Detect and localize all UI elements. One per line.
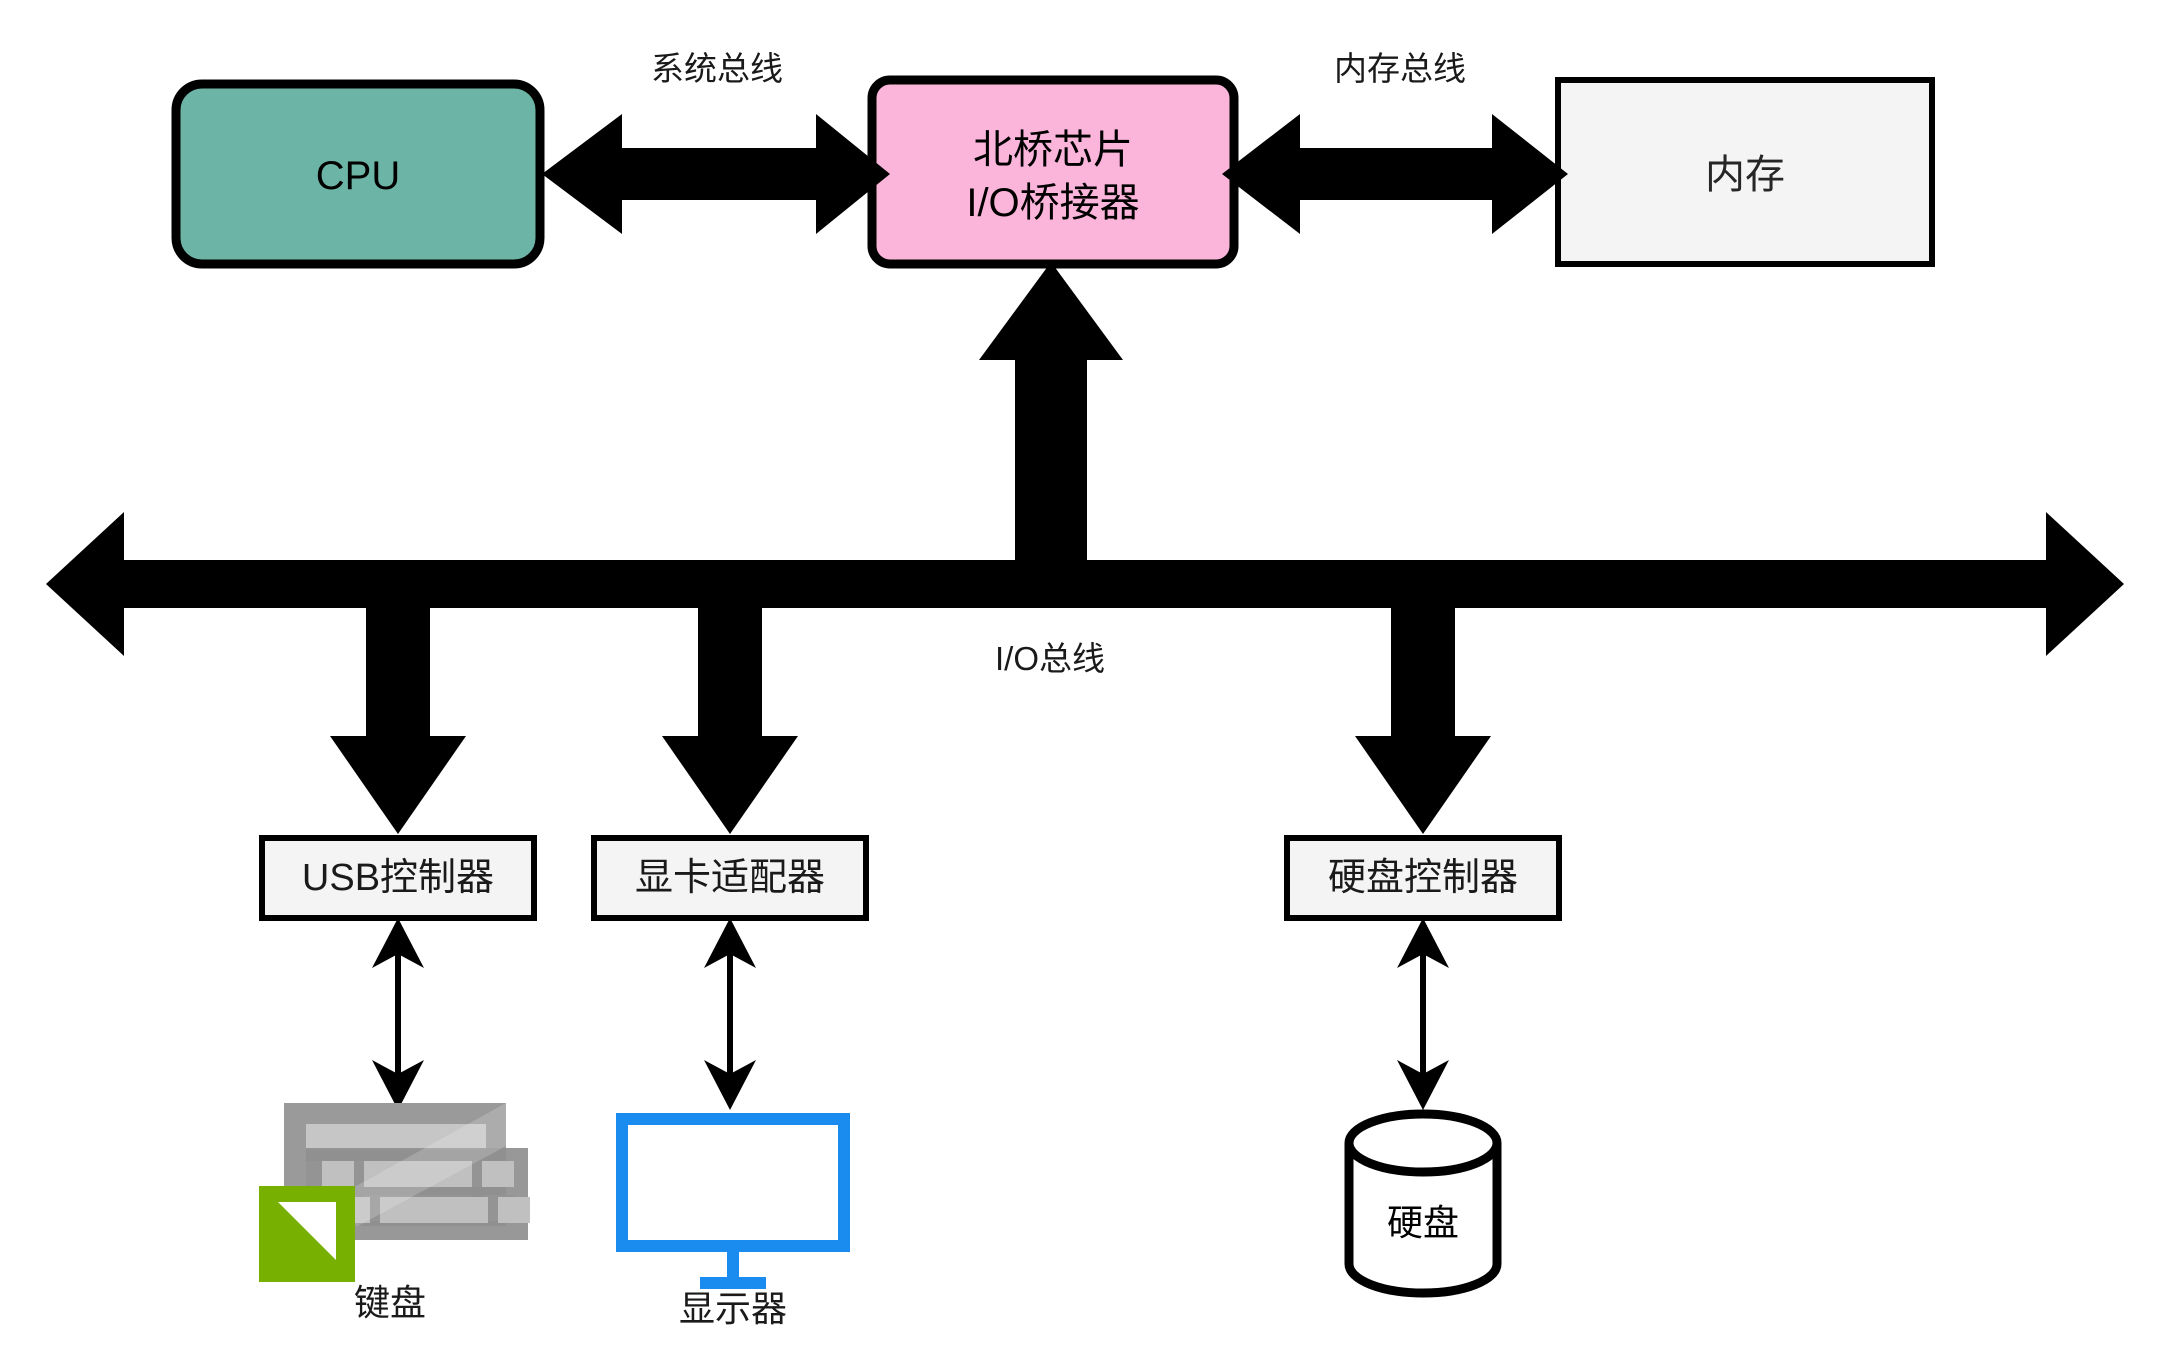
memory-bus-label: 内存总线 <box>1334 50 1466 87</box>
northbridge-label-line1: 北桥芯片 <box>973 128 1133 172</box>
graphics-adapter-label: 显卡适配器 <box>634 857 825 899</box>
northbridge-to-io-bus-arrow <box>979 262 1123 600</box>
disk-controller-to-harddisk-arrow <box>1397 918 1449 1110</box>
io-bus-label: I/O总线 <box>994 640 1105 677</box>
usb-controller-to-keyboard-arrow <box>372 918 424 1110</box>
graphics-adapter-box[interactable] <box>591 835 869 921</box>
cpu-label: CPU <box>315 154 401 198</box>
harddisk-label: 硬盘 <box>1386 1202 1459 1243</box>
io-bus-to-usb-controller-arrow <box>330 600 466 834</box>
io-bus-to-graphics-adapter-arrow <box>662 600 798 834</box>
io-bus-to-disk-controller-arrow <box>1355 600 1491 834</box>
disk-controller-label: 硬盘控制器 <box>1327 857 1518 899</box>
io-bus-bar <box>46 512 2124 656</box>
cpu-box[interactable] <box>171 79 545 269</box>
monitor-label: 显示器 <box>678 1288 787 1329</box>
graphics-adapter-to-monitor-arrow <box>704 918 756 1110</box>
northbridge-label-line2: I/O桥接器 <box>966 181 1140 225</box>
usb-controller-label: USB控制器 <box>301 857 495 899</box>
system-bus-arrow <box>542 114 890 234</box>
keyboard-label: 键盘 <box>353 1282 426 1323</box>
system-bus-label: 系统总线 <box>651 50 783 87</box>
keyboard-icon <box>259 1103 530 1282</box>
memory-box[interactable] <box>1555 77 1935 267</box>
harddisk-icon <box>1344 1109 1502 1298</box>
memory-bus-arrow <box>1222 114 1568 234</box>
memory-label: 内存 <box>1705 153 1785 197</box>
monitor-icon <box>616 1113 850 1289</box>
